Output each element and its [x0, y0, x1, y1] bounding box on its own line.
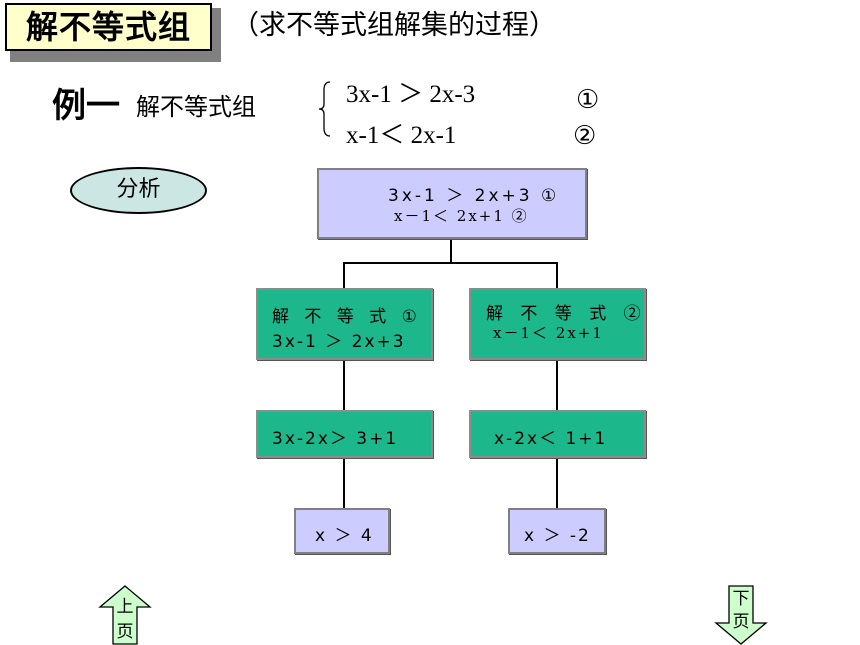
connector-left-down-2: [343, 360, 345, 410]
next-page-label-1: 下: [732, 589, 750, 609]
solve-inequality-2-expr: x－1＜ 2x+1: [493, 324, 604, 342]
connector-right-down-2: [556, 360, 558, 410]
solve-inequality-2-box: [469, 288, 646, 360]
inequality-2: x-1＜ 2x-1: [346, 122, 457, 149]
connector-horizontal: [343, 262, 558, 264]
left-step-2-expr: 3x-2x＞ 3+1: [272, 429, 399, 449]
left-step-2-box: [256, 410, 433, 458]
connector-right-down-1: [556, 262, 558, 288]
page-subtitle: （求不等式组解集的过程）: [232, 10, 556, 41]
next-page-arrow-icon[interactable]: [714, 585, 768, 645]
page-title: 解不等式组: [5, 3, 212, 51]
prev-page-label-1: 上: [116, 597, 134, 617]
right-result-box: [508, 508, 606, 554]
example-label: 例一: [52, 86, 120, 126]
solve-inequality-1-box: [256, 288, 433, 360]
marker-2: ②: [573, 121, 597, 151]
system-box: [317, 168, 587, 239]
prev-page-label-2: 页: [116, 622, 134, 642]
analysis-button[interactable]: 分析: [70, 167, 207, 214]
prev-page-arrow-icon[interactable]: [98, 585, 152, 645]
marker-1: ①: [576, 85, 600, 115]
connector-left-down-3: [343, 458, 345, 508]
connector-top-vertical: [450, 239, 452, 263]
system-line-1: 3x-1 ＞ 2x+3 ①: [388, 186, 560, 206]
solve-inequality-2-title: 解 不 等 式 ②: [486, 304, 647, 324]
left-result: x ＞ 4: [315, 526, 374, 546]
inequality-1: 3x-1 ＞ 2x-3: [346, 81, 476, 108]
brace-icon: [318, 81, 331, 137]
next-page-label-2: 页: [732, 612, 750, 632]
system-line-2: x－1＜ 2x+1 ②: [394, 207, 529, 225]
right-result: x ＞ -2: [524, 526, 591, 546]
connector-right-down-3: [556, 458, 558, 508]
example-description: 解不等式组: [136, 93, 256, 121]
right-step-2-box: [469, 410, 646, 458]
left-result-box: [294, 508, 390, 554]
right-step-2-expr: x-2x＜ 1+1: [494, 429, 608, 449]
solve-inequality-1-expr: 3x-1 ＞ 2x+3: [272, 332, 406, 352]
connector-left-down-1: [343, 262, 345, 288]
solve-inequality-1-title: 解 不 等 式 ①: [272, 307, 422, 327]
